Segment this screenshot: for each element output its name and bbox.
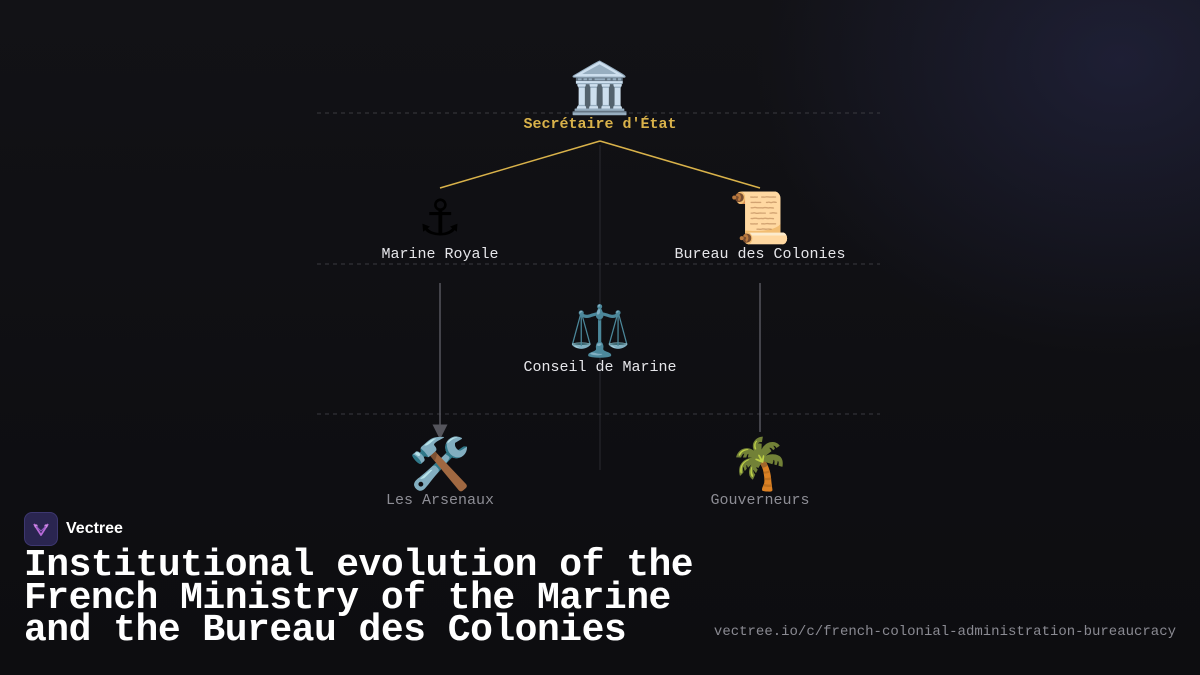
scroll-icon: 📜 [728, 189, 792, 247]
anchor-icon: ⚓ [417, 189, 463, 247]
vectree-logo-icon [24, 512, 58, 546]
source-url[interactable]: vectree.io/c/french-colonial-administrat… [713, 624, 1176, 640]
balance-scale-icon: ⚖️ [568, 302, 632, 360]
brand-name: Vectree [66, 520, 123, 537]
node-les-arsenaux: 🛠️ Les Arsenaux [320, 436, 560, 509]
classical-building-icon: 🏛️ [568, 59, 632, 117]
node-label: Conseil de Marine [523, 359, 677, 376]
node-conseil-de-marine: ⚖️ Conseil de Marine [480, 303, 720, 376]
node-gouverneurs: 🌴 Gouverneurs [640, 436, 880, 509]
node-label: Gouverneurs [710, 492, 810, 509]
palm-tree-icon: 🌴 [728, 435, 792, 493]
edge-secretaire-bureau [599, 140, 761, 189]
edge-secretaire-marine [439, 140, 601, 189]
tools-icon: 🛠️ [408, 435, 472, 493]
node-label: Bureau des Colonies [674, 246, 846, 263]
node-label: Les Arsenaux [385, 492, 495, 509]
brand[interactable]: Vectree [24, 512, 123, 546]
node-label: Secrétaire d'État [523, 116, 677, 133]
page-title: Institutional evolution of the French Mi… [24, 544, 694, 652]
node-secretaire-etat: 🏛️ Secrétaire d'État [480, 60, 720, 133]
node-label: Marine Royale [381, 246, 499, 263]
node-marine-royale: ⚓ Marine Royale [320, 190, 560, 263]
node-bureau-des-colonies: 📜 Bureau des Colonies [640, 190, 880, 263]
